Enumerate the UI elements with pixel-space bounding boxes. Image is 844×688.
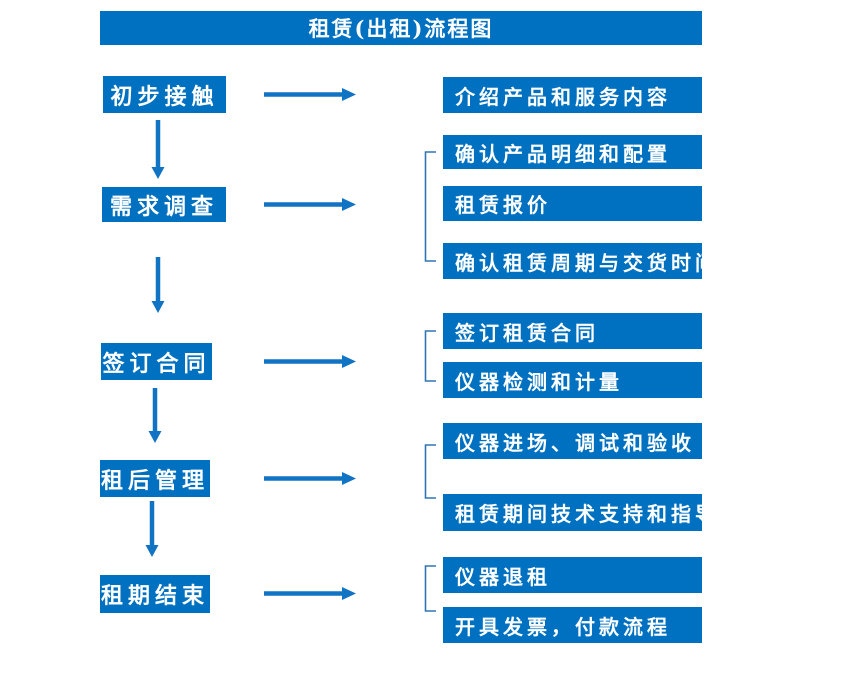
right-arrow-stage3 [264, 355, 356, 368]
detail-box-rental-quote: 租赁报价 [443, 186, 702, 221]
stage-label: 需求调查 [109, 193, 218, 220]
detail-label: 确认产品明细和配置 [455, 141, 671, 166]
detail-label: 租赁报价 [455, 193, 551, 217]
detail-label: 签订租赁合同 [455, 320, 599, 345]
detail-label: 仪器退租 [455, 564, 551, 589]
detail-box-sign-rental-contract: 签订租赁合同 [443, 313, 702, 349]
down-arrow-stage4-stage5 [145, 501, 159, 557]
detail-label: 租赁期间技术支持和指导 [455, 502, 719, 526]
detail-label: 开具发票，付款流程 [455, 614, 671, 639]
bracket-stage2-details [424, 151, 436, 262]
bracket-stage3-details [424, 330, 436, 382]
detail-box-introduce-products: 介绍产品和服务内容 [443, 77, 702, 113]
stage-label: 租期结束 [100, 583, 209, 609]
detail-box-tech-support: 租赁期间技术支持和指导 [443, 494, 715, 531]
right-arrow-stage4 [264, 472, 356, 485]
detail-label: 仪器进场、调试和验收 [455, 430, 695, 455]
detail-box-invoice-payment: 开具发票，付款流程 [443, 607, 702, 643]
stage-label: 签订合同 [102, 350, 211, 377]
stage-label: 初步接触 [110, 83, 219, 110]
stage-box-rental-end: 租期结束 [100, 575, 210, 613]
detail-box-instrument-testing: 仪器检测和计量 [443, 362, 702, 398]
detail-label: 仪器检测和计量 [455, 369, 623, 394]
right-arrow-stage2 [264, 198, 356, 211]
page-title: 租赁(出租)流程图 [308, 16, 494, 41]
detail-label: 确认租赁周期与交货时间 [455, 250, 719, 275]
down-arrow-stage2-stage3 [151, 257, 165, 313]
right-arrow-stage5 [264, 587, 356, 600]
down-arrow-stage3-stage4 [148, 388, 162, 443]
stage-box-post-rental-management: 租后管理 [100, 460, 210, 497]
detail-box-confirm-product-config: 确认产品明细和配置 [443, 135, 702, 169]
detail-box-instrument-setup-acceptance: 仪器进场、调试和验收 [443, 423, 702, 459]
stage-box-demand-survey: 需求调查 [102, 187, 226, 222]
stage-box-initial-contact: 初步接触 [103, 76, 226, 113]
bracket-stage4-details [424, 444, 436, 499]
stage-box-sign-contract: 签订合同 [101, 343, 212, 380]
right-arrow-stage1 [264, 88, 356, 101]
bracket-stage5-details [424, 565, 436, 612]
title-bar: 租赁(出租)流程图 [100, 11, 702, 45]
detail-box-confirm-period-delivery: 确认租赁周期与交货时间 [443, 243, 715, 279]
stage-label: 租后管理 [100, 467, 209, 494]
detail-box-instrument-return: 仪器退租 [443, 557, 702, 593]
detail-label: 介绍产品和服务内容 [455, 84, 671, 109]
down-arrow-stage1-stage2 [151, 120, 165, 179]
